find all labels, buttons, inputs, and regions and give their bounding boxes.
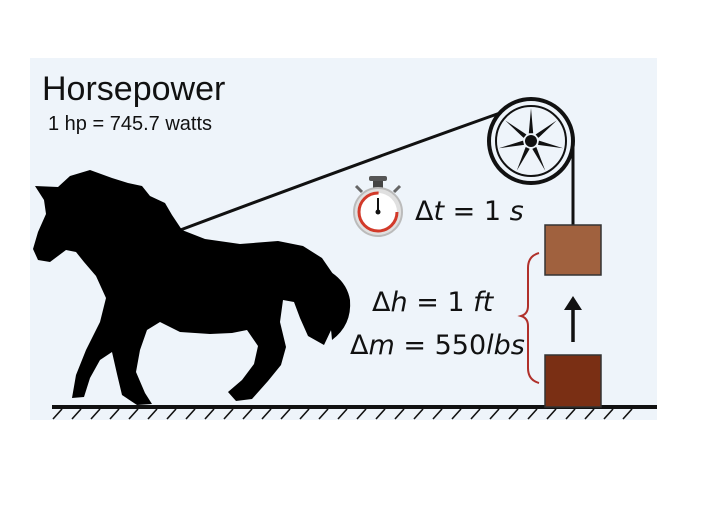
- ground-hatch: [413, 408, 424, 420]
- ground-hatch: [299, 408, 310, 420]
- ground-hatch: [147, 408, 158, 420]
- ground-hatch: [223, 408, 234, 420]
- ground-hatch: [584, 408, 595, 420]
- height-variable: h: [390, 287, 408, 318]
- time-equation: Δt = 1 s: [415, 196, 524, 227]
- ground: [52, 405, 657, 420]
- ground-hatch: [337, 408, 348, 420]
- ground-hatch: [394, 408, 405, 420]
- ground-box: [544, 354, 602, 408]
- height-brace: [517, 252, 540, 384]
- ground-hatch: [90, 408, 101, 420]
- delta-symbol: Δ: [350, 330, 369, 361]
- stopwatch-icon: [353, 176, 403, 237]
- pulley-spoke: [516, 147, 530, 171]
- ground-hatch: [451, 408, 462, 420]
- delta-symbol: Δ: [415, 196, 434, 227]
- ground-hatch: [546, 408, 557, 420]
- ground-hatch: [166, 408, 177, 420]
- ground-hatch: [375, 408, 386, 420]
- ground-hatch: [508, 408, 519, 420]
- ground-hatch: [71, 408, 82, 420]
- subtitle: 1 hp = 745.7 watts: [48, 113, 213, 135]
- ground-hatch: [109, 408, 120, 420]
- time-unit: s: [509, 196, 524, 227]
- height-value: = 1: [407, 287, 474, 318]
- pulley-spoke: [505, 120, 527, 138]
- height-unit: ft: [473, 287, 494, 318]
- ground-hatch: [242, 408, 253, 420]
- ground-hatch: [356, 408, 367, 420]
- ground-hatch: [527, 408, 538, 420]
- mass-unit: lbs: [486, 330, 525, 361]
- mass-equation: Δm = 550lbs: [350, 330, 525, 361]
- page-title: Horsepower: [42, 70, 226, 108]
- ground-hatch: [185, 408, 196, 420]
- mass-variable: m: [368, 330, 395, 361]
- time-value: = 1: [444, 196, 510, 227]
- ground-hatch: [318, 408, 329, 420]
- pulley-spoke: [535, 120, 557, 138]
- ground-hatch: [565, 408, 576, 420]
- up-arrow-icon: [564, 296, 582, 342]
- delta-symbol: Δ: [372, 287, 391, 318]
- pulley-wheel-icon: [487, 97, 575, 185]
- rope: [174, 111, 501, 234]
- height-equation: Δh = 1 ft: [372, 287, 493, 318]
- ground-hatch: [280, 408, 291, 420]
- horse-silhouette-icon: [33, 170, 351, 405]
- pulley-spoke: [538, 140, 564, 149]
- ground-hatch: [52, 408, 63, 420]
- raised-box: [544, 224, 602, 276]
- ground-hatch: [603, 408, 614, 420]
- ground-hatch: [489, 408, 500, 420]
- pulley-spoke: [528, 108, 534, 134]
- ground-hatch: [128, 408, 139, 420]
- ground-hatch: [432, 408, 443, 420]
- time-variable: t: [433, 196, 445, 227]
- ground-hatch: [622, 408, 633, 420]
- ground-hatch: [470, 408, 481, 420]
- pulley-spoke: [498, 140, 524, 149]
- ground-hatch: [261, 408, 272, 420]
- pulley-spoke: [532, 147, 546, 171]
- mass-value: = 550: [394, 330, 487, 361]
- ground-hatch: [204, 408, 215, 420]
